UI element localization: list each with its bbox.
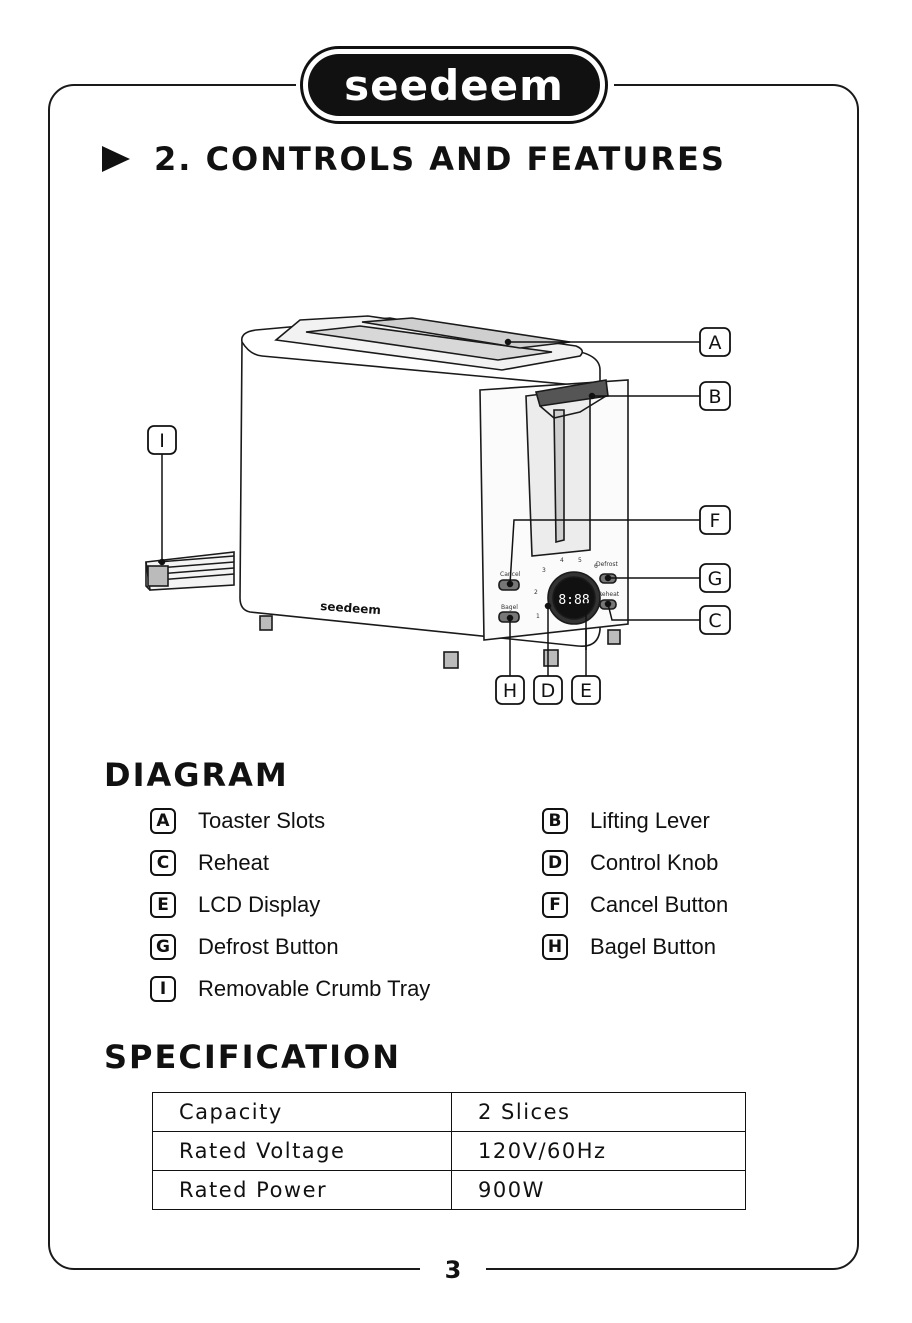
legend-item: A Toaster Slots: [150, 806, 325, 836]
callout-c: [699, 605, 731, 635]
legend-letter: H: [542, 934, 568, 960]
svg-text:F: F: [710, 510, 721, 532]
svg-text:G: G: [708, 568, 723, 590]
crumb-tray: [145, 551, 235, 591]
svg-text:H: H: [503, 680, 517, 702]
legend-text: LCD Display: [198, 892, 321, 917]
legend-item: B Lifting Lever: [542, 806, 710, 836]
legend-item: H Bagel Button: [542, 932, 716, 962]
svg-text:Defrost: Defrost: [596, 561, 619, 568]
callout-d: [533, 675, 563, 705]
svg-text:5: 5: [578, 557, 582, 564]
legend-text: Toaster Slots: [198, 808, 326, 833]
legend-letter: C: [150, 850, 176, 876]
svg-text:4: 4: [560, 557, 564, 564]
legend-text: Reheat: [198, 850, 269, 875]
callout-g: [699, 563, 731, 593]
specification-table: Capacity 2 Slices Rated Voltage 120V/60H…: [152, 1092, 746, 1210]
legend-text: Control Knob: [590, 850, 719, 875]
legend-letter: F: [542, 892, 568, 918]
svg-text:E: E: [580, 680, 592, 702]
legend-text: Bagel Button: [590, 934, 716, 959]
callout-a: [699, 327, 731, 357]
legend-letter: A: [150, 808, 176, 834]
spec-label: Capacity: [152, 1092, 452, 1132]
svg-text:D: D: [541, 680, 556, 702]
svg-text:2: 2: [534, 589, 538, 596]
spec-value: 2 Slices: [451, 1092, 746, 1132]
legend-item: C Reheat: [150, 848, 269, 878]
toaster-logo: seedeem: [320, 599, 382, 617]
table-row: Rated Power 900W: [152, 1170, 746, 1210]
spec-value: 900W: [451, 1170, 746, 1210]
callout-b: [699, 381, 731, 411]
legend-text: Defrost Button: [198, 934, 339, 959]
brand-logo: seedeem: [300, 46, 608, 124]
svg-text:C: C: [708, 610, 721, 632]
legend-item: G Defrost Button: [150, 932, 339, 962]
callout-f: [699, 505, 731, 535]
svg-text:B: B: [708, 386, 721, 408]
legend-item: D Control Knob: [542, 848, 718, 878]
arrow-right-icon: [102, 146, 130, 172]
svg-text:Reheat: Reheat: [598, 591, 620, 598]
toaster-diagram: 8:88 Cancel Bagel Defrost Reheat 1 2 3 4…: [145, 315, 731, 705]
legend-item: F Cancel Button: [542, 890, 728, 920]
legend-item: E LCD Display: [150, 890, 320, 920]
svg-text:3: 3: [542, 567, 546, 574]
svg-text:6: 6: [594, 563, 598, 570]
legend-letter: I: [150, 976, 176, 1002]
legend-text: Lifting Lever: [590, 808, 710, 833]
legend-text: Removable Crumb Tray: [198, 976, 431, 1001]
svg-text:8:88: 8:88: [558, 593, 589, 608]
spec-label: Rated Voltage: [152, 1131, 452, 1171]
table-row: Capacity 2 Slices: [152, 1092, 746, 1132]
legend-letter: G: [150, 934, 176, 960]
toaster-body: [239, 315, 629, 669]
section-title-text: 2. CONTROLS AND FEATURES: [154, 140, 726, 178]
callout-e: [571, 675, 601, 705]
legend-letter: D: [542, 850, 568, 876]
callout-h: [495, 675, 525, 705]
diagram-heading: DIAGRAM: [104, 756, 289, 794]
svg-text:1: 1: [536, 613, 540, 620]
spec-value: 120V/60Hz: [451, 1131, 746, 1171]
svg-text:I: I: [159, 430, 165, 452]
callout-i: [147, 425, 177, 455]
page-number: 3: [444, 1256, 462, 1284]
spec-label: Rated Power: [152, 1170, 452, 1210]
svg-text:Bagel: Bagel: [501, 604, 518, 611]
brand-name: seedeem: [308, 54, 600, 116]
legend-letter: E: [150, 892, 176, 918]
legend-letter: B: [542, 808, 568, 834]
table-row: Rated Voltage 120V/60Hz: [152, 1131, 746, 1171]
legend-text: Cancel Button: [590, 892, 729, 917]
svg-text:A: A: [709, 332, 722, 354]
specification-heading: SPECIFICATION: [104, 1038, 401, 1076]
legend-item: I Removable Crumb Tray: [150, 974, 430, 1004]
section-title: 2. CONTROLS AND FEATURES: [102, 140, 726, 178]
